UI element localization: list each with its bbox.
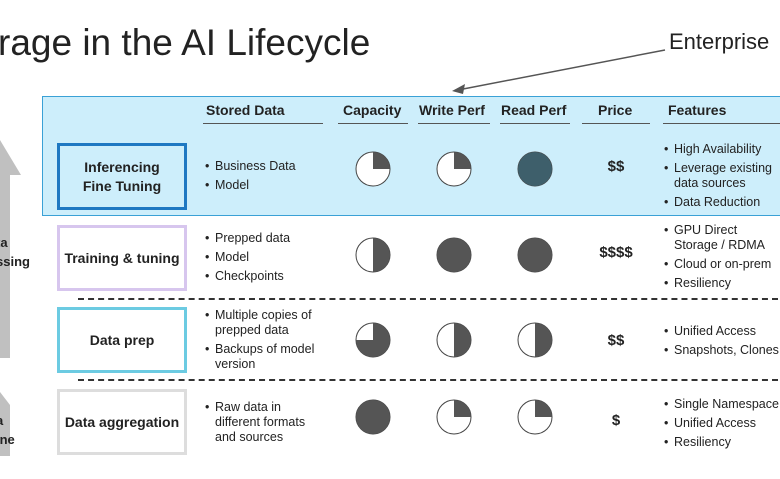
stage-label-line: Training & tuning <box>64 249 180 266</box>
stored-data-training: Prepped data Model Checkpoints <box>205 231 330 288</box>
feature-item: Unified Access <box>664 324 780 339</box>
stored-data-item: Business Data <box>205 159 330 174</box>
features-inferencing: High Availability Leverage existing data… <box>664 142 780 214</box>
header-underline <box>500 123 570 124</box>
feature-item: Cloud or on-prem <box>664 257 780 272</box>
features-data-aggregation: Single Namespace Unified Access Resilien… <box>664 397 780 454</box>
feature-item: Resiliency <box>664 276 780 291</box>
header-underline <box>338 123 408 124</box>
pie-fill <box>356 323 390 357</box>
enterprise-arrow-line <box>457 49 666 91</box>
header-underline <box>582 123 650 124</box>
header-underline <box>418 123 490 124</box>
feature-item: Single Namespace <box>664 397 780 412</box>
stage-inferencing: Inferencing Fine Tuning <box>57 143 187 210</box>
left-label-lower-line-1: a <box>0 411 15 430</box>
lower-gray-arrow <box>0 392 10 456</box>
pie-fill <box>535 400 552 417</box>
read-perf-pie <box>517 237 553 273</box>
read-perf-pie <box>517 151 553 187</box>
page-title: rage in the AI Lifecycle <box>0 22 371 63</box>
enterprise-arrow-head <box>452 84 465 94</box>
feature-item: Leverage existing data sources <box>664 161 780 191</box>
stored-data-data-prep: Multiple copies of prepped data Backups … <box>205 308 330 376</box>
stored-data-item: Prepped data <box>205 231 330 246</box>
stored-data-item: Multiple copies of prepped data <box>205 308 330 338</box>
stored-data-data-aggregation: Raw data in different formats and source… <box>205 400 323 449</box>
stage-training: Training & tuning <box>57 225 187 291</box>
stored-data-item: Backups of model version <box>205 342 330 372</box>
stage-label-line: Inferencing <box>84 158 160 175</box>
write-perf-pie <box>436 237 472 273</box>
row-divider <box>78 379 778 381</box>
left-label-upper: ta ssing <box>0 233 30 271</box>
left-label-lower-line-2: ine <box>0 432 15 447</box>
price-data-prep: $$ <box>607 332 625 349</box>
stage-data-aggregation: Data aggregation <box>57 389 187 455</box>
stored-data-item: Model <box>205 250 330 265</box>
pie-fill <box>454 323 471 357</box>
feature-item: Snapshots, Clones <box>664 343 780 358</box>
stage-label-line: Fine Tuning <box>82 177 162 194</box>
left-label-upper-line-2: ssing <box>0 254 30 269</box>
stage-label-line: Data prep <box>89 331 155 348</box>
stored-data-item: Model <box>205 178 330 193</box>
feature-item: Unified Access <box>664 416 780 431</box>
upper-gray-arrow <box>0 140 21 358</box>
stored-data-item: Raw data in different formats and source… <box>205 400 323 445</box>
header-underline <box>663 123 780 124</box>
left-label-lower: a ine <box>0 411 15 449</box>
pie-fill <box>518 238 552 272</box>
stored-data-inferencing: Business Data Model <box>205 159 330 197</box>
feature-item: Data Reduction <box>664 195 780 210</box>
price-inferencing: $$ <box>607 158 625 175</box>
pie-fill <box>535 323 552 357</box>
header-stored-data: Stored Data <box>206 102 285 118</box>
pie-fill <box>373 152 390 169</box>
feature-item: GPU Direct Storage / RDMA <box>664 223 780 253</box>
capacity-pie <box>355 399 391 435</box>
feature-item: Resiliency <box>664 435 780 450</box>
capacity-pie <box>355 237 391 273</box>
stored-data-item: Checkpoints <box>205 269 330 284</box>
features-data-prep: Unified Access Snapshots, Clones <box>664 324 780 362</box>
left-label-upper-line-1: ta <box>0 235 8 250</box>
stage-data-prep: Data prep <box>57 307 187 373</box>
header-read-perf: Read Perf <box>501 102 567 118</box>
header-underline <box>203 123 323 124</box>
pie-fill <box>373 238 390 272</box>
capacity-pie <box>355 151 391 187</box>
enterprise-callout: Enterprise <box>669 29 770 54</box>
pie-fill <box>356 400 390 434</box>
pie-fill <box>454 152 471 169</box>
write-perf-pie <box>436 399 472 435</box>
capacity-pie <box>355 322 391 358</box>
price-data-aggregation: $ <box>611 412 621 429</box>
pie-fill <box>454 400 471 417</box>
header-features: Features <box>668 102 727 118</box>
price-training: $$$$ <box>599 244 633 261</box>
feature-item: High Availability <box>664 142 780 157</box>
write-perf-pie <box>436 322 472 358</box>
write-perf-pie <box>436 151 472 187</box>
read-perf-pie <box>517 399 553 435</box>
features-training: GPU Direct Storage / RDMA Cloud or on-pr… <box>664 223 780 295</box>
read-perf-pie <box>517 322 553 358</box>
header-write-perf: Write Perf <box>419 102 485 118</box>
row-divider <box>78 298 778 300</box>
pie-fill <box>518 152 552 186</box>
pie-fill <box>437 238 471 272</box>
header-capacity: Capacity <box>343 102 402 118</box>
stage-label-line: Data aggregation <box>64 413 180 430</box>
header-price: Price <box>598 102 633 118</box>
